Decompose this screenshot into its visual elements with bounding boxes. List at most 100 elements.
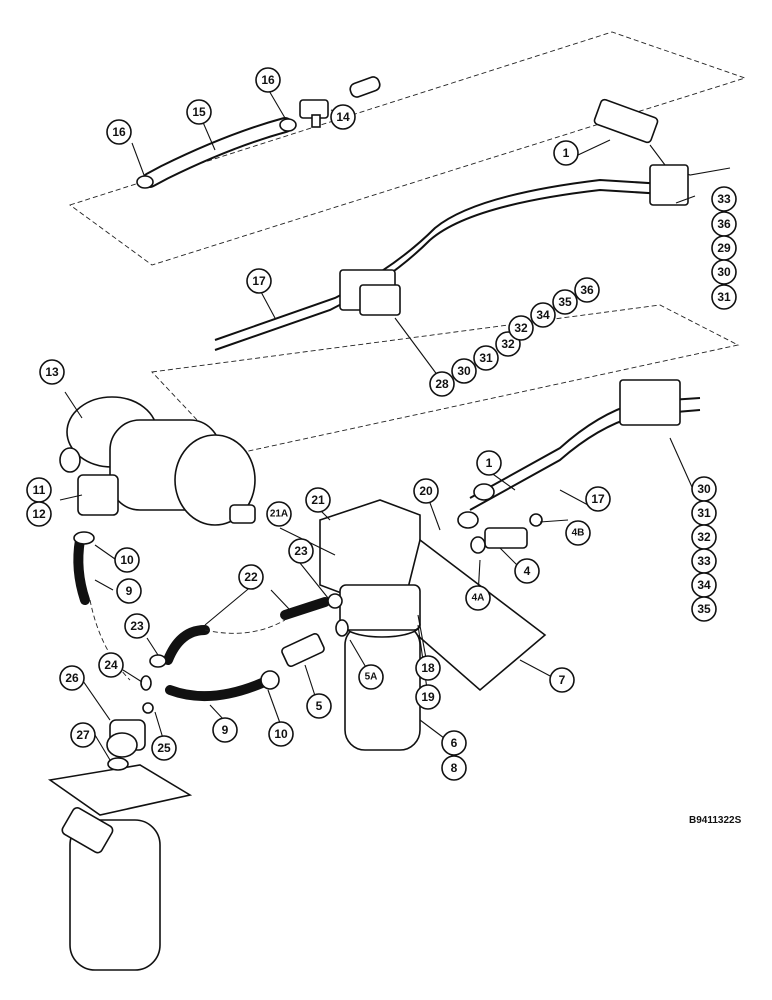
callout-26: 26: [59, 665, 85, 691]
svg-text:21A: 21A: [270, 509, 288, 520]
callout-27: 27: [70, 722, 96, 748]
tank-assembly: [47, 675, 193, 971]
callout-4: 4: [514, 558, 540, 584]
tubes-17-upper: [214, 164, 689, 351]
svg-text:18: 18: [421, 661, 435, 675]
svg-text:17: 17: [252, 274, 266, 288]
callout-33-right-lower: 33: [691, 548, 717, 574]
svg-text:25: 25: [157, 741, 171, 755]
callout-23-left: 23: [124, 613, 150, 639]
callout-13: 13: [39, 359, 65, 385]
hose-9-left: [73, 535, 90, 605]
callout-15: 15: [186, 99, 212, 125]
svg-text:28: 28: [435, 377, 449, 391]
hose-22: [163, 597, 330, 665]
svg-text:36: 36: [717, 217, 731, 231]
svg-text:32: 32: [501, 337, 515, 351]
callout-8: 8: [441, 755, 467, 781]
callout-31-right-lower: 31: [691, 500, 717, 526]
svg-text:17: 17: [591, 492, 605, 506]
callout-36-right: 36: [711, 211, 737, 237]
callout-17-top: 17: [246, 268, 272, 294]
svg-text:30: 30: [697, 482, 711, 496]
callout-7: 7: [549, 667, 575, 693]
callout-9-bottom: 9: [212, 717, 238, 743]
callout-29-right: 29: [711, 235, 737, 261]
callout-10-bottom: 10: [268, 721, 294, 747]
clamp-16-left: [136, 175, 154, 189]
callout-5: 5: [306, 693, 332, 719]
svg-text:10: 10: [120, 553, 134, 567]
callout-12: 12: [26, 501, 52, 527]
tubes-17-middle: [457, 379, 701, 529]
svg-text:12: 12: [32, 507, 46, 521]
clamp-23: [149, 593, 343, 668]
svg-text:10: 10: [274, 727, 288, 741]
pump-13: [59, 396, 256, 526]
svg-text:27: 27: [76, 728, 90, 742]
svg-text:1: 1: [486, 456, 493, 470]
hose-15: [142, 117, 293, 188]
svg-text:29: 29: [717, 241, 731, 255]
svg-text:31: 31: [697, 506, 711, 520]
svg-text:32: 32: [697, 530, 711, 544]
callout-32-right-lower: 32: [691, 524, 717, 550]
callout-20: 20: [413, 478, 439, 504]
svg-text:16: 16: [261, 73, 275, 87]
callout-1-top: 1: [553, 140, 579, 166]
svg-text:4: 4: [524, 564, 531, 578]
svg-text:33: 33: [697, 554, 711, 568]
callout-10-left: 10: [114, 547, 140, 573]
callout-16-top-left: 16: [106, 119, 132, 145]
callout-4a: 4A: [465, 585, 491, 611]
svg-text:33: 33: [717, 192, 731, 206]
svg-text:30: 30: [457, 364, 471, 378]
svg-text:36: 36: [580, 283, 594, 297]
callout-34-right-lower: 34: [691, 572, 717, 598]
callout-4b: 4B: [565, 520, 591, 546]
callout-34-mid: 34: [530, 302, 556, 328]
callout-14: 14: [330, 104, 356, 130]
callout-31-mid: 31: [473, 345, 499, 371]
svg-text:6: 6: [451, 736, 458, 750]
callout-33-right: 33: [711, 186, 737, 212]
callout-21: 21: [305, 487, 331, 513]
drawing-reference-code: B9411322S: [689, 815, 742, 826]
callout-30-right-lower: 30: [691, 476, 717, 502]
svg-text:24: 24: [104, 658, 118, 672]
hose-9-bottom: [165, 678, 267, 702]
callout-6: 6: [441, 730, 467, 756]
callout-30-right: 30: [711, 259, 737, 285]
svg-text:23: 23: [130, 619, 144, 633]
callout-17-mid: 17: [585, 486, 611, 512]
clamp-10-left: [73, 531, 95, 545]
callout-9-left: 9: [116, 578, 142, 604]
svg-text:35: 35: [558, 295, 572, 309]
callout-23-top: 23: [288, 538, 314, 564]
svg-text:1: 1: [563, 146, 570, 160]
upper-assembly-plane: [69, 31, 747, 266]
callout-31-right: 31: [711, 284, 737, 310]
svg-text:22: 22: [244, 570, 258, 584]
clamp-16-right: [279, 118, 297, 132]
svg-text:5: 5: [316, 699, 323, 713]
svg-text:8: 8: [451, 761, 458, 775]
svg-text:14: 14: [336, 110, 350, 124]
callout-33-mid: 32: [508, 315, 534, 341]
svg-text:34: 34: [536, 308, 550, 322]
svg-text:34: 34: [697, 578, 711, 592]
clamp-10-bottom: [260, 670, 280, 690]
callout-19: 19: [415, 684, 441, 710]
svg-text:35: 35: [697, 602, 711, 616]
callout-1-mid: 1: [476, 450, 502, 476]
svg-text:31: 31: [717, 290, 731, 304]
fitting-5: [281, 619, 349, 667]
svg-text:9: 9: [126, 584, 133, 598]
svg-text:31: 31: [479, 351, 493, 365]
svg-text:32: 32: [514, 321, 528, 335]
middle-assembly-plane: [151, 304, 740, 456]
callout-28: 28: [429, 371, 455, 397]
svg-text:5A: 5A: [365, 672, 378, 683]
callout-5a: 5A: [358, 664, 384, 690]
